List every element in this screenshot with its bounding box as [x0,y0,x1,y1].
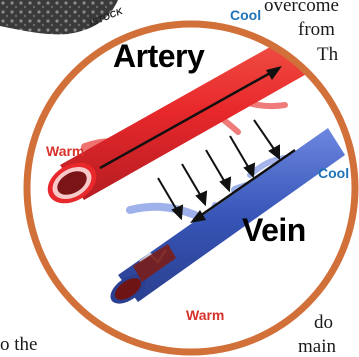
cool-label-top: Cool [230,8,261,22]
warm-label-left: Warm [46,144,84,158]
artery-label: Artery [113,40,204,72]
warm-label-bottom: Warm [186,308,224,322]
cool-label-right: Cool [318,166,349,180]
vein-label: Vein [242,214,306,246]
